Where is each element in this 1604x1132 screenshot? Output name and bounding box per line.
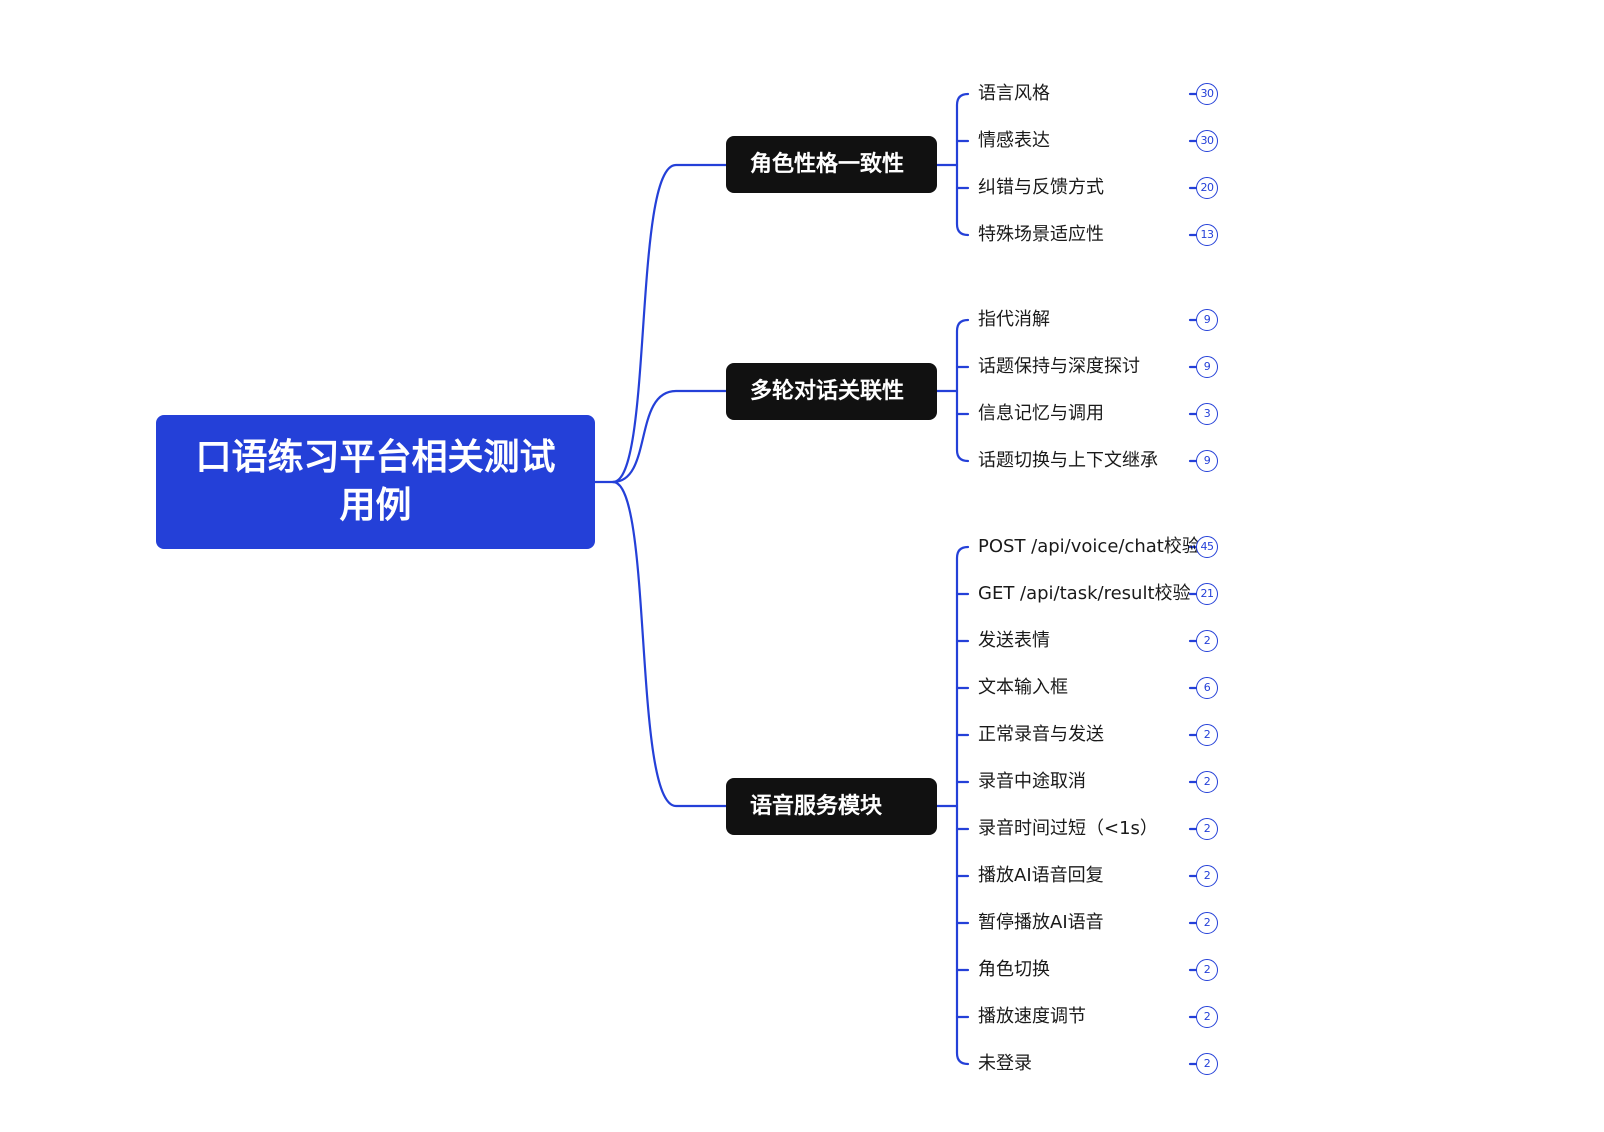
count-badge[interactable]: 3 <box>1196 403 1218 425</box>
spine-role-consistency <box>955 92 970 237</box>
root-connector-voice-service <box>611 480 728 808</box>
leaf-topic[interactable]: 文本输入框 <box>978 677 1068 698</box>
count-badge[interactable]: 9 <box>1196 309 1218 331</box>
count-badge[interactable]: 6 <box>1196 677 1218 699</box>
count-badge[interactable]: 9 <box>1196 450 1218 472</box>
count-badge[interactable]: 2 <box>1196 818 1218 840</box>
root-connector-role-consistency <box>611 163 728 484</box>
count-badge[interactable]: 2 <box>1196 630 1218 652</box>
leaf-topic[interactable]: 未登录 <box>978 1053 1032 1074</box>
spine-voice-service <box>955 545 970 1066</box>
count-badge[interactable]: 2 <box>1196 1053 1218 1075</box>
count-badge[interactable]: 30 <box>1196 130 1218 152</box>
branch-label: 语音服务模块 <box>750 794 883 819</box>
leaf-topic[interactable]: 播放速度调节 <box>978 1006 1086 1027</box>
leaf-topic[interactable]: GET /api/task/result校验 <box>978 583 1191 604</box>
spine-multi-turn-dialog <box>955 318 970 463</box>
count-badge[interactable]: 2 <box>1196 959 1218 981</box>
leaf-topic[interactable]: POST /api/voice/chat校验 <box>978 536 1200 557</box>
root-title: 口语练习平台相关测试用例 <box>195 437 556 526</box>
leaf-topic[interactable]: 录音时间过短（<1s） <box>978 818 1158 839</box>
leaf-topic[interactable]: 特殊场景适应性 <box>978 224 1104 245</box>
leaf-topic[interactable]: 纠错与反馈方式 <box>978 177 1104 198</box>
count-badge[interactable]: 9 <box>1196 356 1218 378</box>
leaf-topic[interactable]: 播放AI语音回复 <box>978 865 1104 886</box>
count-badge[interactable]: 45 <box>1196 536 1218 558</box>
leaf-topic[interactable]: 情感表达 <box>978 130 1050 151</box>
leaf-topic[interactable]: 角色切换 <box>978 959 1050 980</box>
leaf-topic[interactable]: 话题保持与深度探讨 <box>978 356 1140 377</box>
branch-label: 多轮对话关联性 <box>750 379 905 404</box>
branch-role-consistency[interactable]: 角色性格一致性 <box>726 136 937 193</box>
count-badge[interactable]: 2 <box>1196 771 1218 793</box>
branch-voice-service[interactable]: 语音服务模块 <box>726 778 937 835</box>
count-badge[interactable]: 2 <box>1196 865 1218 887</box>
count-badge[interactable]: 2 <box>1196 1006 1218 1028</box>
count-badge[interactable]: 2 <box>1196 724 1218 746</box>
leaf-topic[interactable]: 暂停播放AI语音 <box>978 912 1104 933</box>
leaf-topic[interactable]: 录音中途取消 <box>978 771 1086 792</box>
count-badge[interactable]: 13 <box>1196 224 1218 246</box>
leaf-topic[interactable]: 正常录音与发送 <box>978 724 1104 745</box>
count-badge[interactable]: 20 <box>1196 177 1218 199</box>
leaf-topic[interactable]: 语言风格 <box>978 83 1050 104</box>
branch-label: 角色性格一致性 <box>750 152 905 177</box>
root-connector-multi-turn-dialog <box>611 389 728 484</box>
count-badge[interactable]: 21 <box>1196 583 1218 605</box>
leaf-topic[interactable]: 信息记忆与调用 <box>978 403 1104 424</box>
count-badge[interactable]: 2 <box>1196 912 1218 934</box>
leaf-topic[interactable]: 发送表情 <box>978 630 1050 651</box>
root-topic[interactable]: 口语练习平台相关测试用例 <box>156 415 595 549</box>
leaf-topic[interactable]: 指代消解 <box>978 309 1050 330</box>
branch-multi-turn-dialog[interactable]: 多轮对话关联性 <box>726 363 937 420</box>
leaf-topic[interactable]: 话题切换与上下文继承 <box>978 450 1158 471</box>
count-badge[interactable]: 30 <box>1196 83 1218 105</box>
